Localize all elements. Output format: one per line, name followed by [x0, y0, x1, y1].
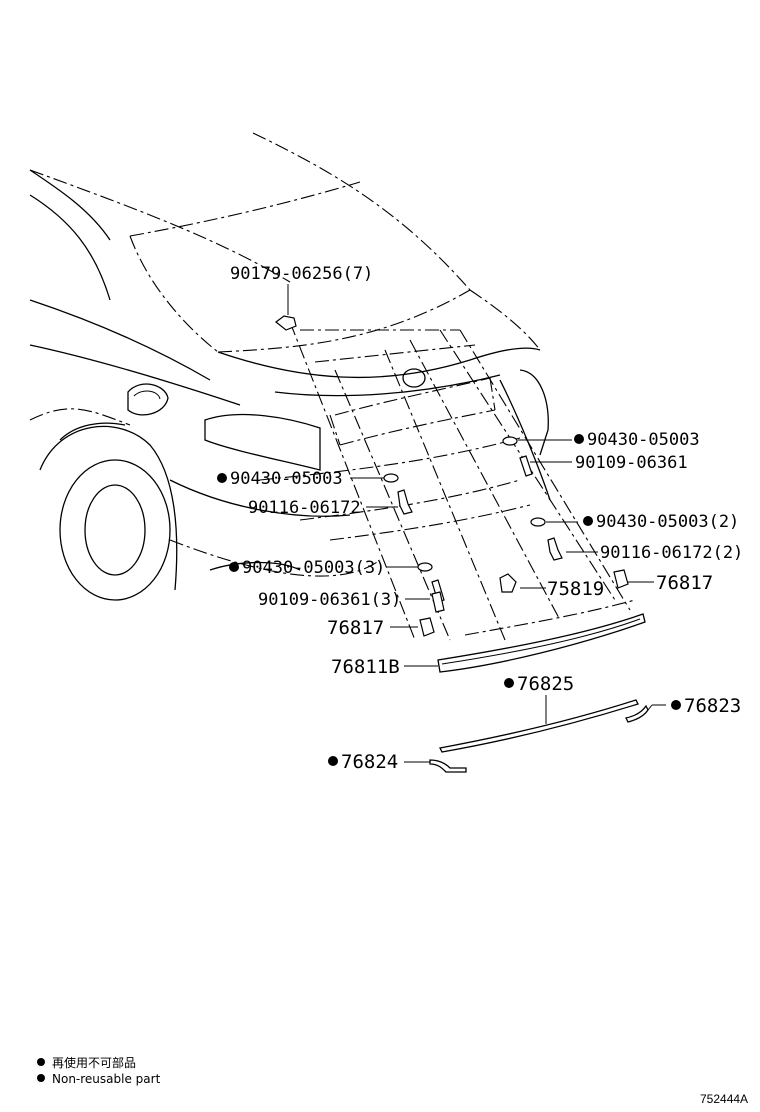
non-reusable-dot-icon — [328, 756, 338, 766]
label-75819: 75819 — [547, 578, 604, 600]
molding-76824 — [429, 759, 467, 773]
cap-76817-icon — [613, 569, 629, 589]
clip-75819-icon — [499, 573, 517, 593]
legend-dot-icon — [37, 1058, 45, 1066]
legend-label-english: Non-reusable part — [52, 1072, 161, 1086]
screw-icon — [431, 591, 445, 613]
non-reusable-dot-icon — [574, 434, 584, 444]
moldings — [429, 699, 649, 773]
label-90430-05003-left-upper: 90430-05003 — [230, 469, 343, 489]
non-reusable-dot-icon — [217, 473, 227, 483]
clip-90179-icon — [275, 315, 297, 331]
label-90116-06172-left: 90116-06172 — [248, 498, 361, 518]
figure-id: 752444A — [700, 1092, 748, 1106]
washer-icon — [530, 517, 546, 527]
label-76817-left: 76817 — [327, 617, 384, 639]
legend-label-japanese: 再使用不可部品 — [52, 1055, 136, 1070]
non-reusable-dot-icon — [229, 562, 239, 572]
cap-76817-icon — [419, 617, 435, 637]
callout-labels: 90179-06256(7) 90430-05003 90109-06361 9… — [230, 264, 743, 773]
label-90109-06361-left: 90109-06361(3) — [258, 590, 401, 610]
label-76824: 76824 — [341, 751, 398, 773]
label-90116-06172-right: 90116-06172(2) — [600, 543, 743, 563]
non-reusable-dot-icon — [671, 700, 681, 710]
molding-76823 — [625, 704, 649, 723]
screw-icon — [519, 455, 533, 477]
label-76825: 76825 — [517, 673, 574, 695]
projection-lines — [289, 321, 636, 641]
label-76811B: 76811B — [331, 656, 400, 678]
parts — [275, 315, 629, 637]
leader-lines — [287, 284, 666, 763]
non-reusable-dot-icon — [504, 678, 514, 688]
molding-76825 — [439, 699, 639, 753]
non-reusable-markers — [217, 434, 681, 766]
washer-icon — [417, 562, 433, 572]
label-90109-06361-right: 90109-06361 — [575, 453, 688, 473]
label-90179-06256: 90179-06256(7) — [230, 264, 373, 284]
label-90430-05003-left-lower: 90430-05003(3) — [242, 558, 385, 578]
label-76817-right: 76817 — [656, 572, 713, 594]
label-90430-05003-right-upper: 90430-05003 — [587, 430, 700, 450]
label-90430-05003-right-lower: 90430-05003(2) — [596, 512, 739, 532]
garnish-76811B — [437, 613, 646, 673]
car-body-outline — [29, 132, 551, 601]
legend: 再使用不可部品 Non-reusable part — [37, 1055, 161, 1086]
washer-icon — [383, 473, 399, 483]
non-reusable-dot-icon — [583, 516, 593, 526]
bolt-icon — [397, 489, 413, 515]
label-76823: 76823 — [684, 695, 741, 717]
bolt-icon — [547, 537, 563, 561]
legend-dot-icon — [37, 1074, 45, 1082]
washer-icon — [502, 436, 518, 446]
